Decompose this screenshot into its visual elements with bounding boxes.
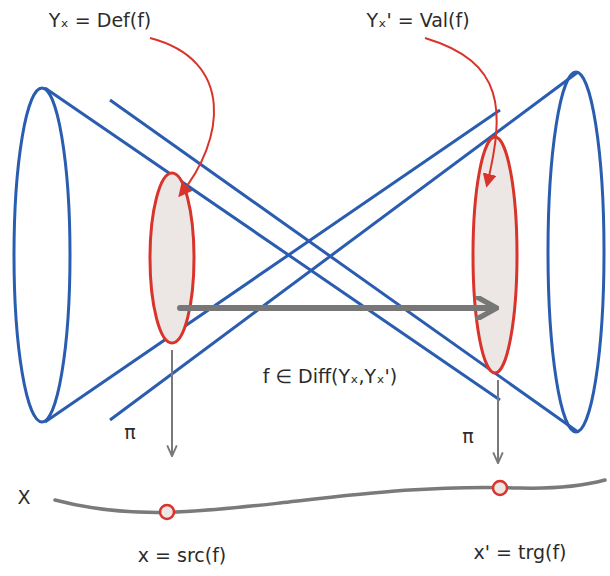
projection-label: π: [462, 426, 473, 447]
left-cone: [14, 88, 500, 422]
space-label: X: [17, 487, 30, 508]
point-label: x' = trg(f): [474, 542, 567, 563]
fiber-disk-right: [473, 137, 517, 373]
point-label: x = src(f): [138, 545, 227, 566]
base-point: [493, 481, 507, 495]
fiber-label: Yₓ = Def(f): [49, 10, 152, 31]
base-point: [160, 505, 174, 519]
projection-arrow: [497, 380, 499, 462]
right-cone: [110, 72, 604, 432]
projection-label: π: [124, 422, 135, 443]
fiber-label: Yₓ' = Val(f): [366, 10, 469, 31]
map-label: f ∈ Diff(Yₓ,Yₓ'): [263, 366, 397, 387]
base-curve: [55, 480, 605, 512]
callout-arrow: [425, 38, 497, 185]
map-arrow: [180, 305, 492, 311]
callout-arrow: [150, 38, 214, 195]
fiber-disk-left: [150, 173, 194, 343]
projection-arrow: [171, 350, 173, 455]
